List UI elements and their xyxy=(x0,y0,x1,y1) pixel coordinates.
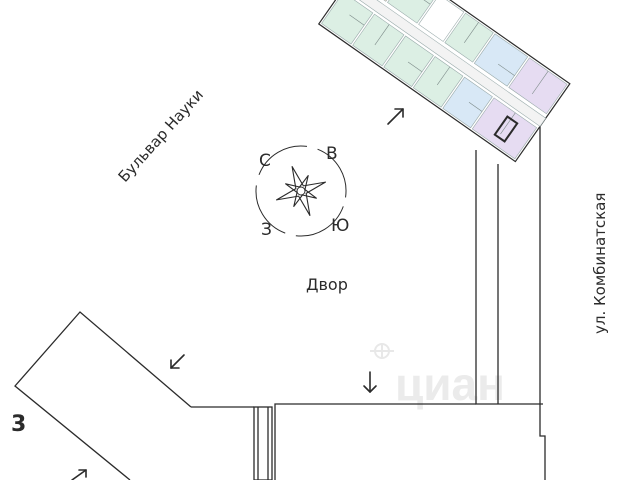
arrow-entrance-icon xyxy=(170,354,185,369)
apartment-unit xyxy=(321,0,374,45)
road-outline-right xyxy=(507,122,546,480)
compass-north: С xyxy=(259,151,271,171)
apartment-unit xyxy=(387,0,439,24)
compass-east: В xyxy=(326,144,338,164)
apartment-tower xyxy=(317,0,571,163)
block-bottom-top xyxy=(274,403,476,480)
building-left-diagonal xyxy=(14,311,192,480)
apartment-unit xyxy=(473,33,529,87)
block-bottom-narrow xyxy=(253,406,273,480)
street-label-boulevard: Бульвар Науки xyxy=(115,86,207,186)
section-number: 3 xyxy=(11,412,26,437)
arrow-entrance-icon xyxy=(71,469,87,480)
apartment-unit xyxy=(412,56,464,108)
watermark-logo-icon xyxy=(370,343,394,359)
apartment-unit xyxy=(444,12,494,63)
arrow-entrance-icon xyxy=(387,108,404,125)
building-outlines xyxy=(14,122,546,480)
corridor xyxy=(344,0,547,127)
watermark: циан xyxy=(370,343,505,410)
courtyard-label: Двор xyxy=(306,275,348,294)
tower-stub xyxy=(493,115,519,143)
apartment-unit xyxy=(418,0,465,42)
interior-walls xyxy=(349,0,549,135)
compass-west: З xyxy=(261,220,272,240)
apartment-unit xyxy=(442,76,493,129)
apartment-unit xyxy=(383,35,434,87)
watermark-text: циан xyxy=(395,358,505,410)
entrance-arrows xyxy=(71,108,404,480)
compass-rose-icon: С В Ю З xyxy=(255,144,349,240)
arrow-entrance-icon xyxy=(363,371,377,393)
street-label-kombinatskaya: ул. Комбинатская xyxy=(591,193,609,334)
compass-south: Ю xyxy=(331,216,349,236)
